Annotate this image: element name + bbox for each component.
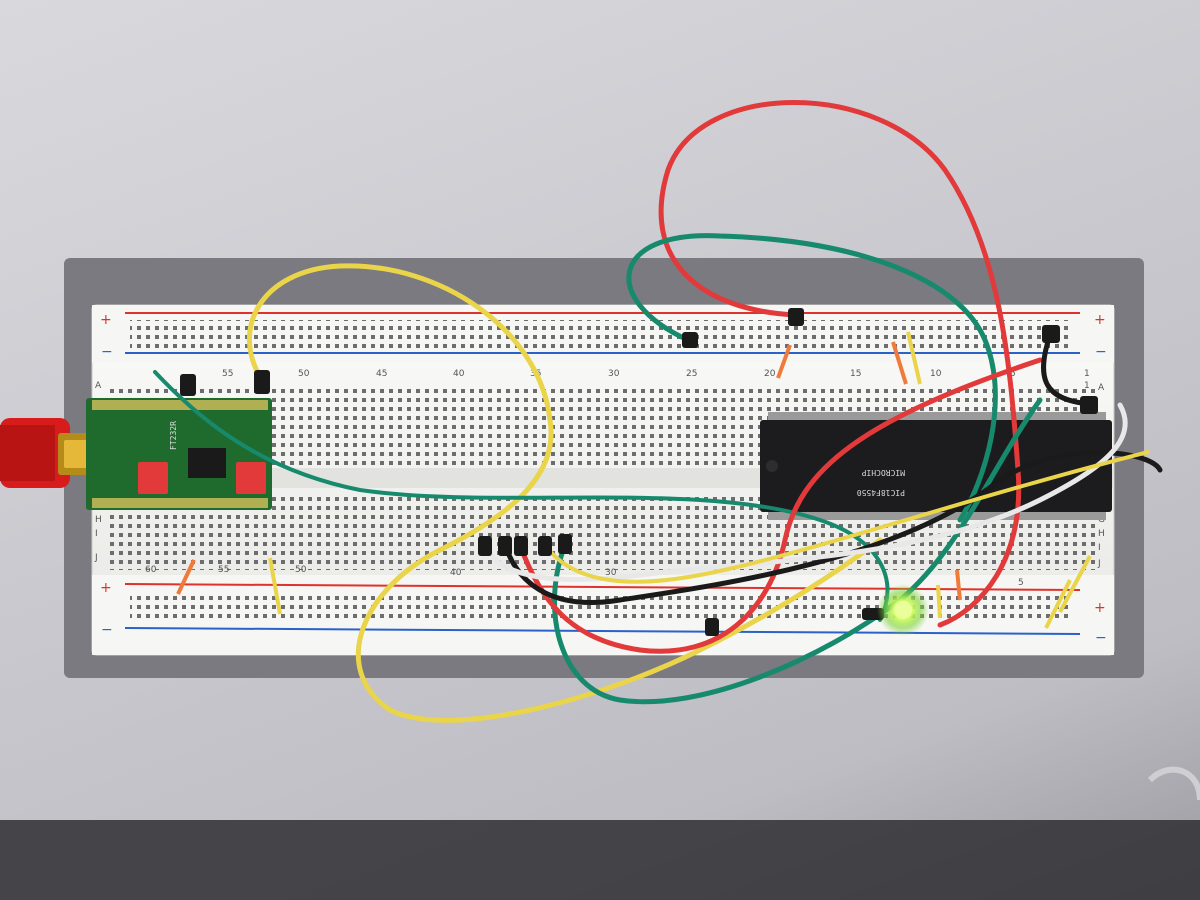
short-jumper [1058,555,1092,613]
jumper-wires [153,100,1163,723]
top-rail-plus-left: + [100,312,112,328]
short-jumper [906,331,922,385]
wire-green-top [626,233,998,523]
col-num-bottom: 55 [218,565,229,575]
top-rail-holes [130,320,1070,348]
wire-black-top [1041,332,1093,407]
short-jumper [268,557,282,615]
bottom-rail-red-line [124,583,1081,591]
module-silkscreen: FT232R [169,421,178,450]
short-jumper [176,559,196,595]
short-jumper [936,584,942,619]
col-num-top: 5 [1010,369,1016,379]
row-letter-right: A [1098,383,1105,393]
short-jumper [891,341,908,385]
ic-chip-icon: MICROCHIP PIC18F4550 [760,412,1112,520]
short-jumpers [176,331,1092,629]
chip-pins-top [768,412,1106,420]
col-num-top: 1 [1084,369,1090,379]
chip-label-part: PIC18F4550 [857,488,905,497]
module-header-top [92,400,268,410]
top-rail-plus-right: + [1094,312,1106,328]
row-letter-right: J [1097,559,1101,569]
jumper-left [138,462,168,494]
short-jumper [955,569,962,601]
row-letter-left: J [94,553,98,563]
row-letter-left: I [95,529,98,539]
bottom-rail-blue-line [124,627,1081,635]
col-num-top: 50 [298,369,310,379]
col-num-bottom: 50 [295,565,307,575]
chip-label-maker: MICROCHIP [861,468,905,477]
wire-plug [514,536,528,556]
wire-yellow-loop [246,263,883,723]
wire-plugs [180,308,1098,636]
chip-body [760,420,1112,512]
bottom-rail-plus-right: + [1094,600,1106,616]
wire-black [502,450,1163,606]
wire-plug [558,534,572,554]
wire-plug [180,374,196,396]
row-letter-left: A [95,381,102,391]
row-letter-right: 1 [1084,381,1090,391]
wire-plug [1042,325,1060,343]
wire-yellow-short [543,450,1150,584]
led-icon [877,584,929,636]
led-body [894,601,912,619]
col-num-top: 45 [376,369,387,379]
col-num-bottom: 60 [145,565,157,575]
bottom-rail-plus-left: + [100,580,112,596]
col-num-bottom: 5 [1018,578,1024,588]
wire-plug [705,618,719,636]
breadboard: + − + − + − + − 55 50 45 40 35 30 25 20 … [91,304,1115,656]
wire-plug [538,536,552,556]
bottom-rail-minus-left: − [101,622,113,638]
row-letter-left: H [95,515,102,525]
col-num-bottom: 40 [450,568,462,578]
chip-pins-bottom [768,512,1106,520]
wire-green-bottom [552,397,1043,705]
bottom-rail-minus-right: − [1095,630,1107,646]
row-letter-right: H [1098,529,1105,539]
col-num-top: 55 [222,369,233,379]
module-usb-chip [188,448,226,478]
module-header-bottom [92,498,268,508]
short-jumper [776,344,792,379]
desk-shadow [0,820,1200,900]
wire-plug [498,536,512,556]
col-num-top: 25 [686,369,697,379]
wire-plug [254,370,270,394]
col-num-top: 30 [608,369,620,379]
jumper-right [236,462,266,494]
top-rail-minus-right: − [1095,344,1107,360]
row-letter-right: I [1098,543,1101,553]
col-num-bottom: 30 [605,568,617,578]
module-pcb [86,398,272,510]
bottom-rail-holes [130,594,1070,622]
wire-plug [1080,396,1098,414]
wire-plug [788,308,804,326]
usb-cable-ridge [0,425,55,481]
top-rail-minus-left: − [101,344,113,360]
col-num-top: 20 [764,369,776,379]
wire-red-bottom [517,357,1043,654]
usb-serial-module: FT232R [86,398,272,510]
stray-cable [1147,766,1200,801]
wire-plug [478,536,492,556]
chip-notch [766,460,778,472]
short-jumper [1044,579,1072,629]
col-num-top: 40 [453,369,465,379]
wire-plug [682,332,698,348]
col-num-top: 15 [850,369,861,379]
col-num-top: 10 [930,369,942,379]
